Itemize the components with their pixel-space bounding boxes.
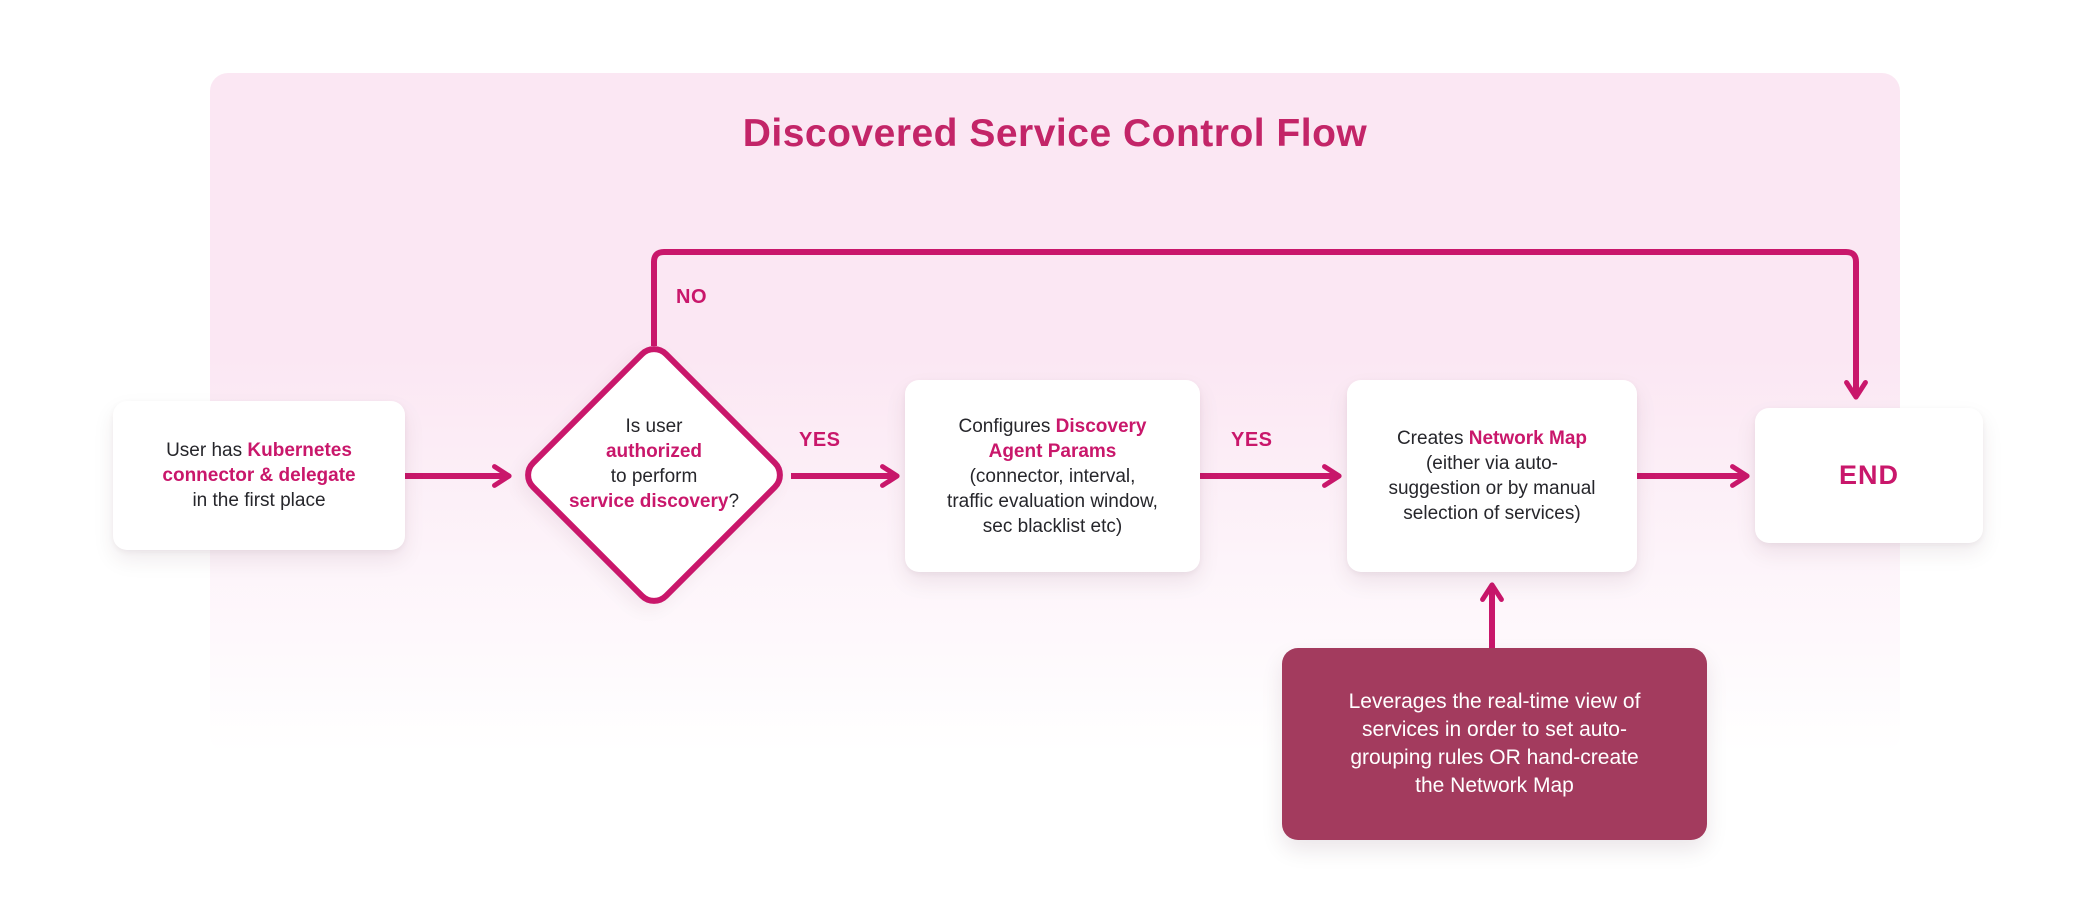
node-create-text: Creates Network Map(either via auto-sugg… bbox=[1388, 428, 1596, 524]
diagram-title: Discovered Service Control Flow bbox=[742, 112, 1368, 155]
edge-label-yes-1: YES bbox=[799, 429, 841, 451]
node-end: END bbox=[1755, 408, 1983, 543]
node-create-network-map: Creates Network Map(either via auto-sugg… bbox=[1347, 380, 1637, 572]
node-end-label: END bbox=[1838, 460, 1899, 490]
edge-label-yes-2: YES bbox=[1231, 429, 1273, 451]
edge-label-no: NO bbox=[676, 286, 707, 308]
connector-no-loop-to-end bbox=[651, 249, 1868, 400]
